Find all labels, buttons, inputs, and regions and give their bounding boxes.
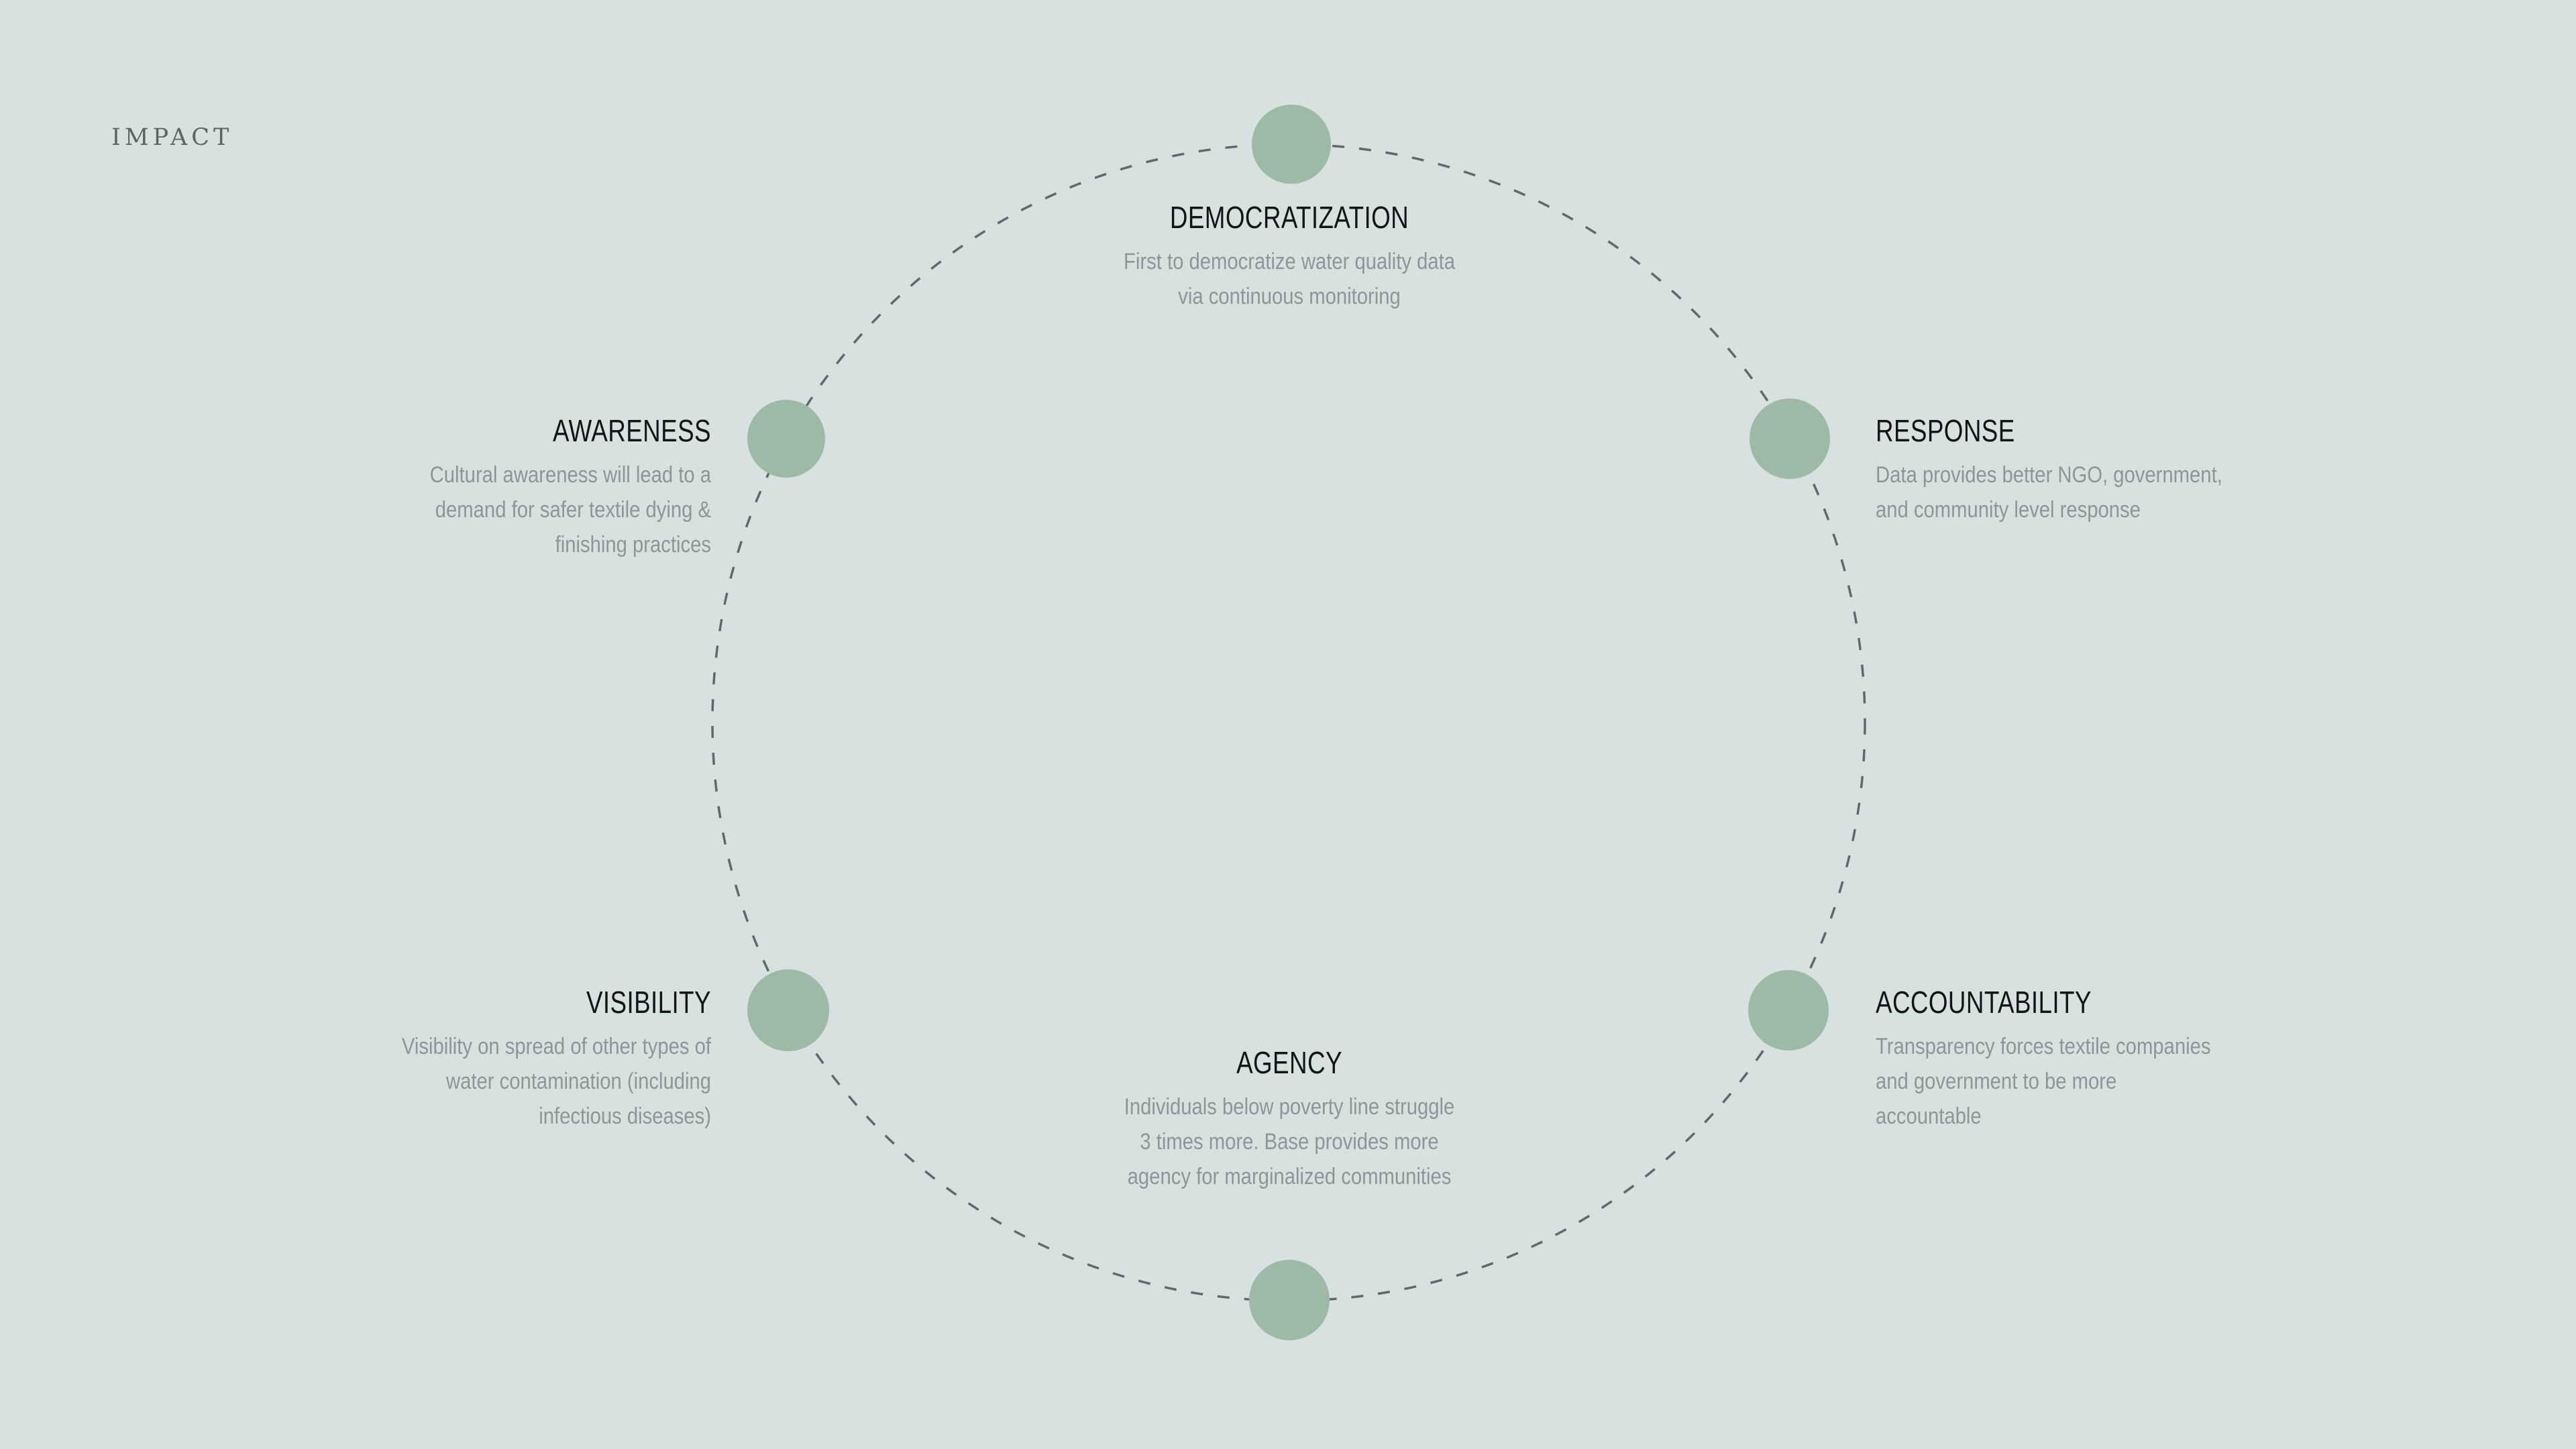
node-title-awareness: AWARENESS	[552, 413, 711, 448]
node-text-response: RESPONSE Data provides better NGO, gover…	[1876, 415, 2546, 527]
node-dot-awareness[interactable]	[747, 400, 825, 478]
node-title-democratization: DEMOCRATIZATION	[1169, 200, 1409, 235]
node-text-accountability: ACCOUNTABILITY Transparency forces texti…	[1876, 986, 2546, 1134]
node-title-response: RESPONSE	[1876, 413, 2015, 448]
node-title-accountability: ACCOUNTABILITY	[1876, 985, 2092, 1020]
node-title-agency: AGENCY	[1236, 1045, 1342, 1080]
node-text-visibility: VISIBILITY Visibility on spread of other…	[40, 986, 711, 1134]
node-dot-response[interactable]	[1750, 398, 1830, 479]
node-dot-agency[interactable]	[1249, 1260, 1330, 1340]
node-text-democratization: DEMOCRATIZATION First to democratize wat…	[957, 201, 1621, 314]
node-dot-accountability[interactable]	[1748, 970, 1829, 1051]
node-text-agency: AGENCY Individuals below poverty line st…	[957, 1046, 1621, 1194]
node-dot-democratization[interactable]	[1252, 105, 1331, 184]
node-dot-visibility[interactable]	[747, 969, 829, 1051]
node-text-awareness: AWARENESS Cultural awareness will lead t…	[40, 415, 711, 562]
page-title: IMPACT	[111, 124, 233, 151]
node-body-response: Data provides better NGO, government,and…	[1876, 462, 2222, 523]
node-title-visibility: VISIBILITY	[586, 985, 711, 1020]
